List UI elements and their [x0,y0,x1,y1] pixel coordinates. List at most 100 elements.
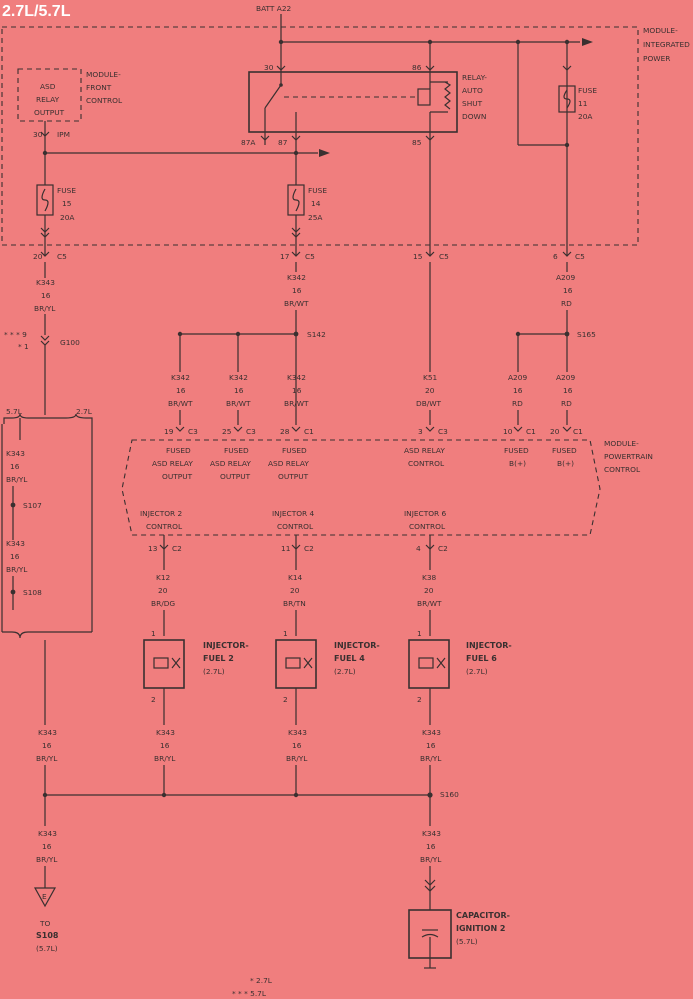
asd-box-2: RELAY [36,95,60,104]
inj-wire-1-color: BR/DG [151,599,175,608]
pcm-wire-5-circuit: A209 [508,373,527,382]
svg-text:BR/YL: BR/YL [154,754,176,763]
fuse-11 [558,85,576,113]
pcm-conn-4: C3 [438,427,448,436]
lower-left-gauge: 16 [42,842,52,851]
wire-k343-circuit: K343 [36,278,55,287]
branch2-k343-color: BR/YL [6,565,28,574]
fuse14-conn-a [291,227,301,233]
wire-k342-color: BR/WT [284,299,309,308]
fuse15-conn-a [40,227,50,233]
relay-87-dot [293,150,299,156]
svg-text:BR/YL: BR/YL [36,754,58,763]
wire-k51-gauge: 20 [425,386,435,395]
relay-resistor [444,81,452,110]
wire-k51-color: DB/WT [416,399,442,408]
bracket-bottom [2,631,92,639]
note-left-2: * 1 [18,342,29,351]
injector-fuel-6: 1 INJECTOR- FUEL 6 (2.7L) 2 [408,629,512,725]
pcm-label-3: CONTROL [604,465,641,474]
svg-text:FUEL 2: FUEL 2 [203,654,234,663]
pcm-lbl-3-3: OUTPUT [278,472,309,481]
wire-k343-color: BR/YL [34,304,56,313]
off-page-note: (5.7L) [36,944,58,953]
pcm-label-1: MODULE- [604,439,639,448]
pcm-conn-5: C1 [526,427,536,436]
relay-pin-85: 85 [412,138,422,147]
pcm-pin-5: 10 [503,427,513,436]
off-page-letter: E [42,892,47,901]
fuse11-dot [564,39,570,45]
s165-label: S165 [577,330,596,339]
injector-fuel-2: 1 INJECTOR- FUEL 2 (2.7L) 2 [143,629,249,725]
fuse14-num: 14 [311,199,321,208]
fuse14-conn-b [291,232,301,238]
svg-text:FUEL 4: FUEL 4 [334,654,365,663]
relay-switch-pivot [279,83,283,87]
asd-relay-box [248,71,458,133]
pcm-wire-6-circuit: A209 [556,373,575,382]
fcm-label-3: CONTROL [86,96,123,105]
pcm-wire-5-color: RD [512,399,523,408]
s107-dot [10,502,16,508]
svg-text:(2.7L): (2.7L) [203,667,225,676]
fuse15-amp: 20A [60,213,74,222]
inj-c2-pin-2: 11 [281,544,291,553]
s142-dot-3 [293,331,299,337]
svg-text:16: 16 [42,741,52,750]
fcm-label-2: FRONT [86,83,112,92]
pcm-label-2: POWERTRAIN [604,452,653,461]
ipm-label-2: INTEGRATED [643,40,690,49]
fuse11-amp: 20A [578,112,592,121]
lower-right-gauge: 16 [426,842,436,851]
g100-connector-b [40,340,50,346]
g100-connector-a [40,335,50,341]
capacitor-label-1: CAPACITOR- [456,911,510,920]
branch-k343-circuit: K343 [6,449,25,458]
svg-text:K343: K343 [422,728,441,737]
inj-c2-conn-3: C2 [438,544,448,553]
fuse14-element [292,188,300,212]
k343-return-labels: K343 16 BR/YL K343 16 BR/YL K343 16 BR/Y… [36,728,442,795]
batt-arrow [582,38,593,46]
inj-ctrl-3-2: CONTROL [409,522,446,531]
wire-a209-color: RD [561,299,572,308]
branch-k343-gauge: 16 [10,462,20,471]
c5-pin-1: 20 [33,252,43,261]
injector-fuel-4: 1 INJECTOR- FUEL 4 (2.7L) 2 [275,629,380,725]
inj-c2-conn-2: C2 [304,544,314,553]
svg-text:(2.7L): (2.7L) [466,667,488,676]
bracket-right [54,413,93,424]
fcm-label-1: MODULE- [86,70,121,79]
pcm-lbl-1-3: OUTPUT [162,472,193,481]
inj-c2-conn-1: C2 [172,544,182,553]
pcm-conn-1: C3 [188,427,198,436]
svg-text:2: 2 [283,695,288,704]
ipm-pin: 30 [33,130,43,139]
bracket-left [3,413,36,424]
svg-text:BR/YL: BR/YL [286,754,308,763]
relay-label-2: AUTO [462,86,483,95]
pcm-lbl-2-3: OUTPUT [220,472,251,481]
relay-30-connector [276,65,286,71]
c5-pin-2: 17 [280,252,290,261]
ipm-connector [40,131,50,137]
pcm-wire-labels: K342 16 BR/WT K342 16 BR/WT K342 16 BR/W… [168,373,575,425]
fuse11-top-connector [562,65,572,71]
off-page-to: TO [39,919,51,928]
pcm-wire-1-color: BR/WT [168,399,193,408]
c5-conn-3: C5 [439,252,449,261]
svg-text:FUEL 6: FUEL 6 [466,654,497,663]
pcm-wire-1-gauge: 16 [176,386,186,395]
fuse11-num: 11 [578,99,588,108]
relay-pin-86: 86 [412,63,422,72]
pcm-wire-1-circuit: K342 [171,373,190,382]
inj-wire-3-color: BR/WT [417,599,442,608]
relay-coil [417,88,431,106]
pcm-pin-1: 19 [164,427,174,436]
pcm-wire-3-gauge: 16 [292,386,302,395]
fuse15-num: 15 [62,199,72,208]
legend-three-star: * * * 5.7L [232,989,267,998]
c5-pin-4: 6 [553,252,558,261]
